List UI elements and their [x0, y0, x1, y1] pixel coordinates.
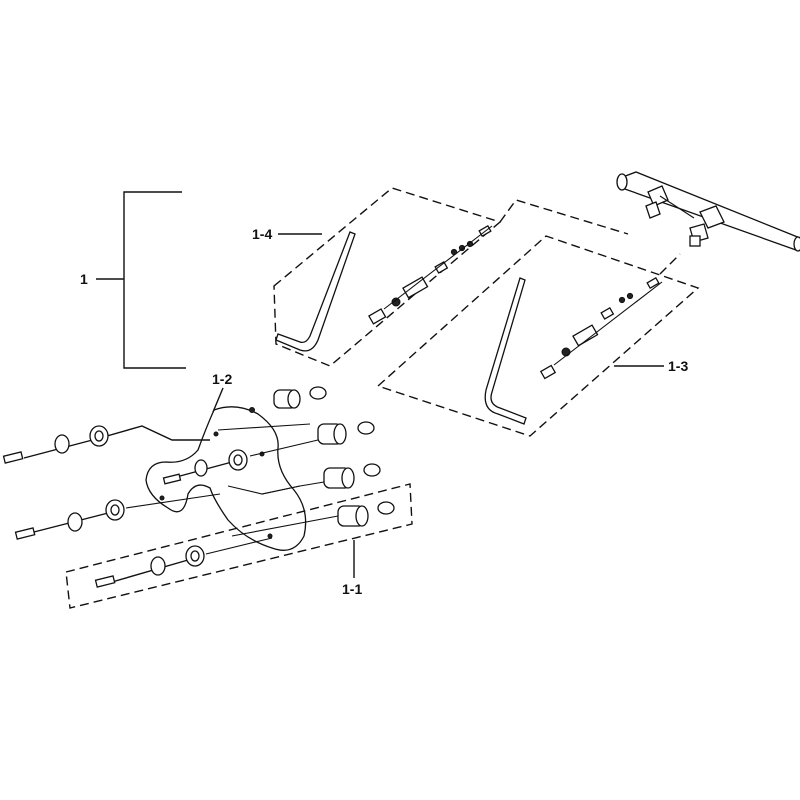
cable-fittings-1-4	[368, 225, 493, 325]
clamp-row-1	[249, 386, 327, 413]
label-1-4: 1-4	[252, 226, 272, 242]
clamp-row-2	[249, 421, 375, 457]
handlebar-icon	[616, 171, 800, 252]
bolt-row-1	[2, 423, 311, 464]
bushing-icon	[67, 512, 83, 532]
label-1-3: 1-3	[668, 358, 688, 374]
cable-fittings-1-3	[539, 277, 663, 380]
gasket-icon	[145, 406, 307, 551]
bushing-icon	[150, 556, 166, 576]
assembly-1-4	[273, 187, 629, 367]
clamp-row-3	[227, 463, 381, 495]
label-1-2: 1-2	[212, 371, 232, 387]
clamp-row-4	[231, 501, 395, 537]
assembly-1-1-outline	[65, 483, 413, 609]
bolt-row-2	[162, 449, 248, 485]
bushing-icon	[54, 434, 70, 454]
cable-icon	[275, 231, 356, 352]
assembly-1-3	[376, 235, 700, 437]
leader-1-2	[212, 387, 224, 413]
label-1: 1	[80, 271, 88, 287]
main-bracket	[96, 191, 186, 369]
cable-icon	[484, 277, 527, 425]
bushing-icon	[194, 459, 208, 477]
label-1-1: 1-1	[342, 581, 362, 597]
bolt-row-3	[14, 493, 221, 540]
bolt-row-4	[94, 537, 273, 588]
